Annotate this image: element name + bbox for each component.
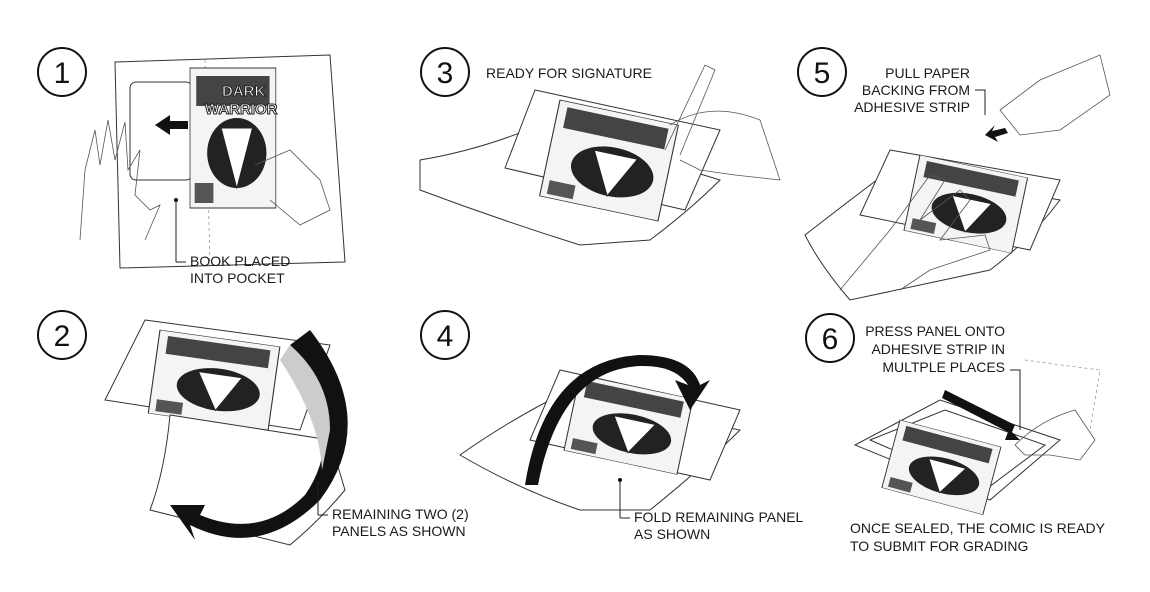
step-2-label-line-1: REMAINING TWO (2) bbox=[332, 506, 469, 522]
svg-text:6: 6 bbox=[822, 323, 839, 356]
svg-text:1: 1 bbox=[54, 57, 71, 90]
step-6-label-line-3: MULTPLE PLACES bbox=[882, 359, 1005, 375]
final-note-line-2: TO SUBMIT FOR GRADING bbox=[850, 538, 1028, 554]
step-1-illustration: DARK WARRIOR BOOK PLACED INTO POCKET bbox=[79, 54, 346, 286]
step-6-badge: 6 bbox=[805, 313, 855, 363]
step-4-label-line-2: AS SHOWN bbox=[634, 526, 710, 542]
svg-text:DARK: DARK bbox=[222, 83, 265, 100]
step-2-badge: 2 bbox=[37, 310, 87, 360]
step-1-label-line-2: INTO POCKET bbox=[190, 270, 285, 286]
svg-text:5: 5 bbox=[814, 57, 831, 90]
svg-text:2: 2 bbox=[54, 320, 71, 353]
step-6-label-line-1: PRESS PANEL ONTO bbox=[865, 323, 1005, 339]
step-4-badge: 4 bbox=[420, 310, 470, 360]
step-5-badge: 5 bbox=[797, 47, 847, 97]
step-5-label-line-3: ADHESIVE STRIP bbox=[854, 99, 970, 115]
svg-text:3: 3 bbox=[437, 57, 454, 90]
step-3-badge: 3 bbox=[420, 47, 470, 97]
step-3-label: READY FOR SIGNATURE bbox=[486, 65, 652, 81]
step-5-label-line-1: PULL PAPER bbox=[885, 65, 970, 81]
svg-text:4: 4 bbox=[437, 320, 454, 353]
step-1-label-line-1: BOOK PLACED bbox=[190, 253, 290, 269]
step-4-illustration: FOLD REMAINING PANEL AS SHOWN bbox=[459, 355, 804, 542]
step-6-illustration: PRESS PANEL ONTO ADHESIVE STRIP IN MULTP… bbox=[850, 323, 1106, 554]
step-4-label-line-1: FOLD REMAINING PANEL bbox=[634, 509, 804, 525]
step-2-label-line-2: PANELS AS SHOWN bbox=[332, 523, 466, 539]
svg-text:WARRIOR: WARRIOR bbox=[205, 101, 278, 118]
step-6-label-line-2: ADHESIVE STRIP IN bbox=[871, 341, 1005, 357]
step-3-illustration: READY FOR SIGNATURE bbox=[419, 64, 781, 246]
final-note-line-1: ONCE SEALED, THE COMIC IS READY bbox=[850, 520, 1106, 536]
step-5-label-line-2: BACKING FROM bbox=[862, 82, 970, 98]
step-5-illustration: PULL PAPER BACKING FROM ADHESIVE STRIP bbox=[804, 54, 1111, 301]
step-2-illustration: REMAINING TWO (2) PANELS AS SHOWN bbox=[104, 319, 469, 546]
step-1-badge: 1 bbox=[37, 47, 87, 97]
